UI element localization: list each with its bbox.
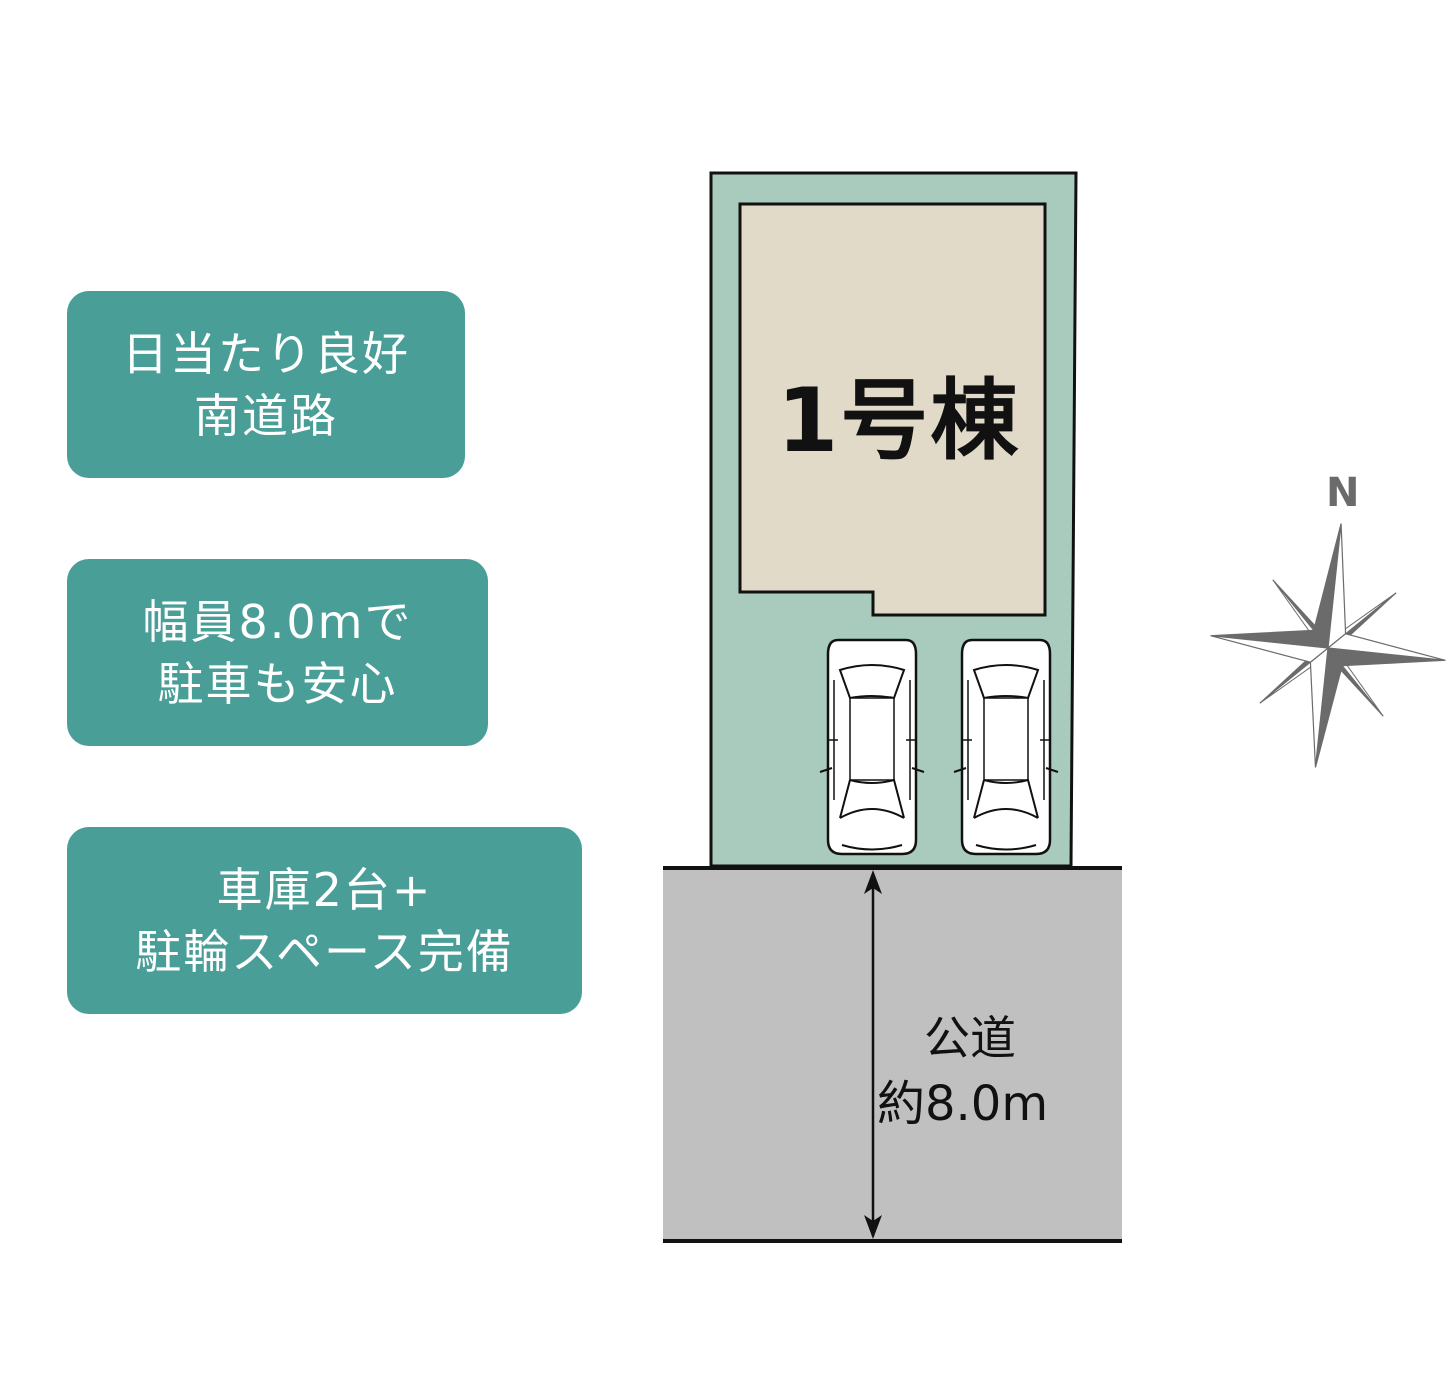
building-label: 1号棟	[777, 369, 1021, 472]
badge-text-line1: 日当たり良好	[122, 326, 410, 381]
car-icon	[953, 638, 1059, 856]
compass-rose-icon	[1210, 523, 1446, 768]
car-icon	[819, 638, 925, 856]
road-width-dimension-arrow	[864, 870, 882, 1239]
badge-text-line1: 幅員8.0mで	[142, 594, 413, 649]
building-1	[738, 202, 1047, 617]
badge-text-line2: 南道路	[194, 388, 338, 443]
compass-north-label: N	[1326, 470, 1360, 516]
badge-text-line2: 駐輪スペース完備	[135, 924, 514, 979]
public-road	[663, 866, 1122, 1243]
feature-badge-parking: 車庫2台+ 駐輪スペース完備	[67, 827, 582, 1014]
badge-text-line2: 駐車も安心	[157, 656, 398, 711]
feature-badge-road-width: 幅員8.0mで 駐車も安心	[67, 559, 488, 746]
feature-badge-sunlight: 日当たり良好 南道路	[67, 291, 465, 478]
road-width-label: 約8.0m	[877, 1076, 1049, 1132]
road-label: 公道	[924, 1011, 1016, 1065]
badge-text-line1: 車庫2台+	[216, 862, 433, 917]
